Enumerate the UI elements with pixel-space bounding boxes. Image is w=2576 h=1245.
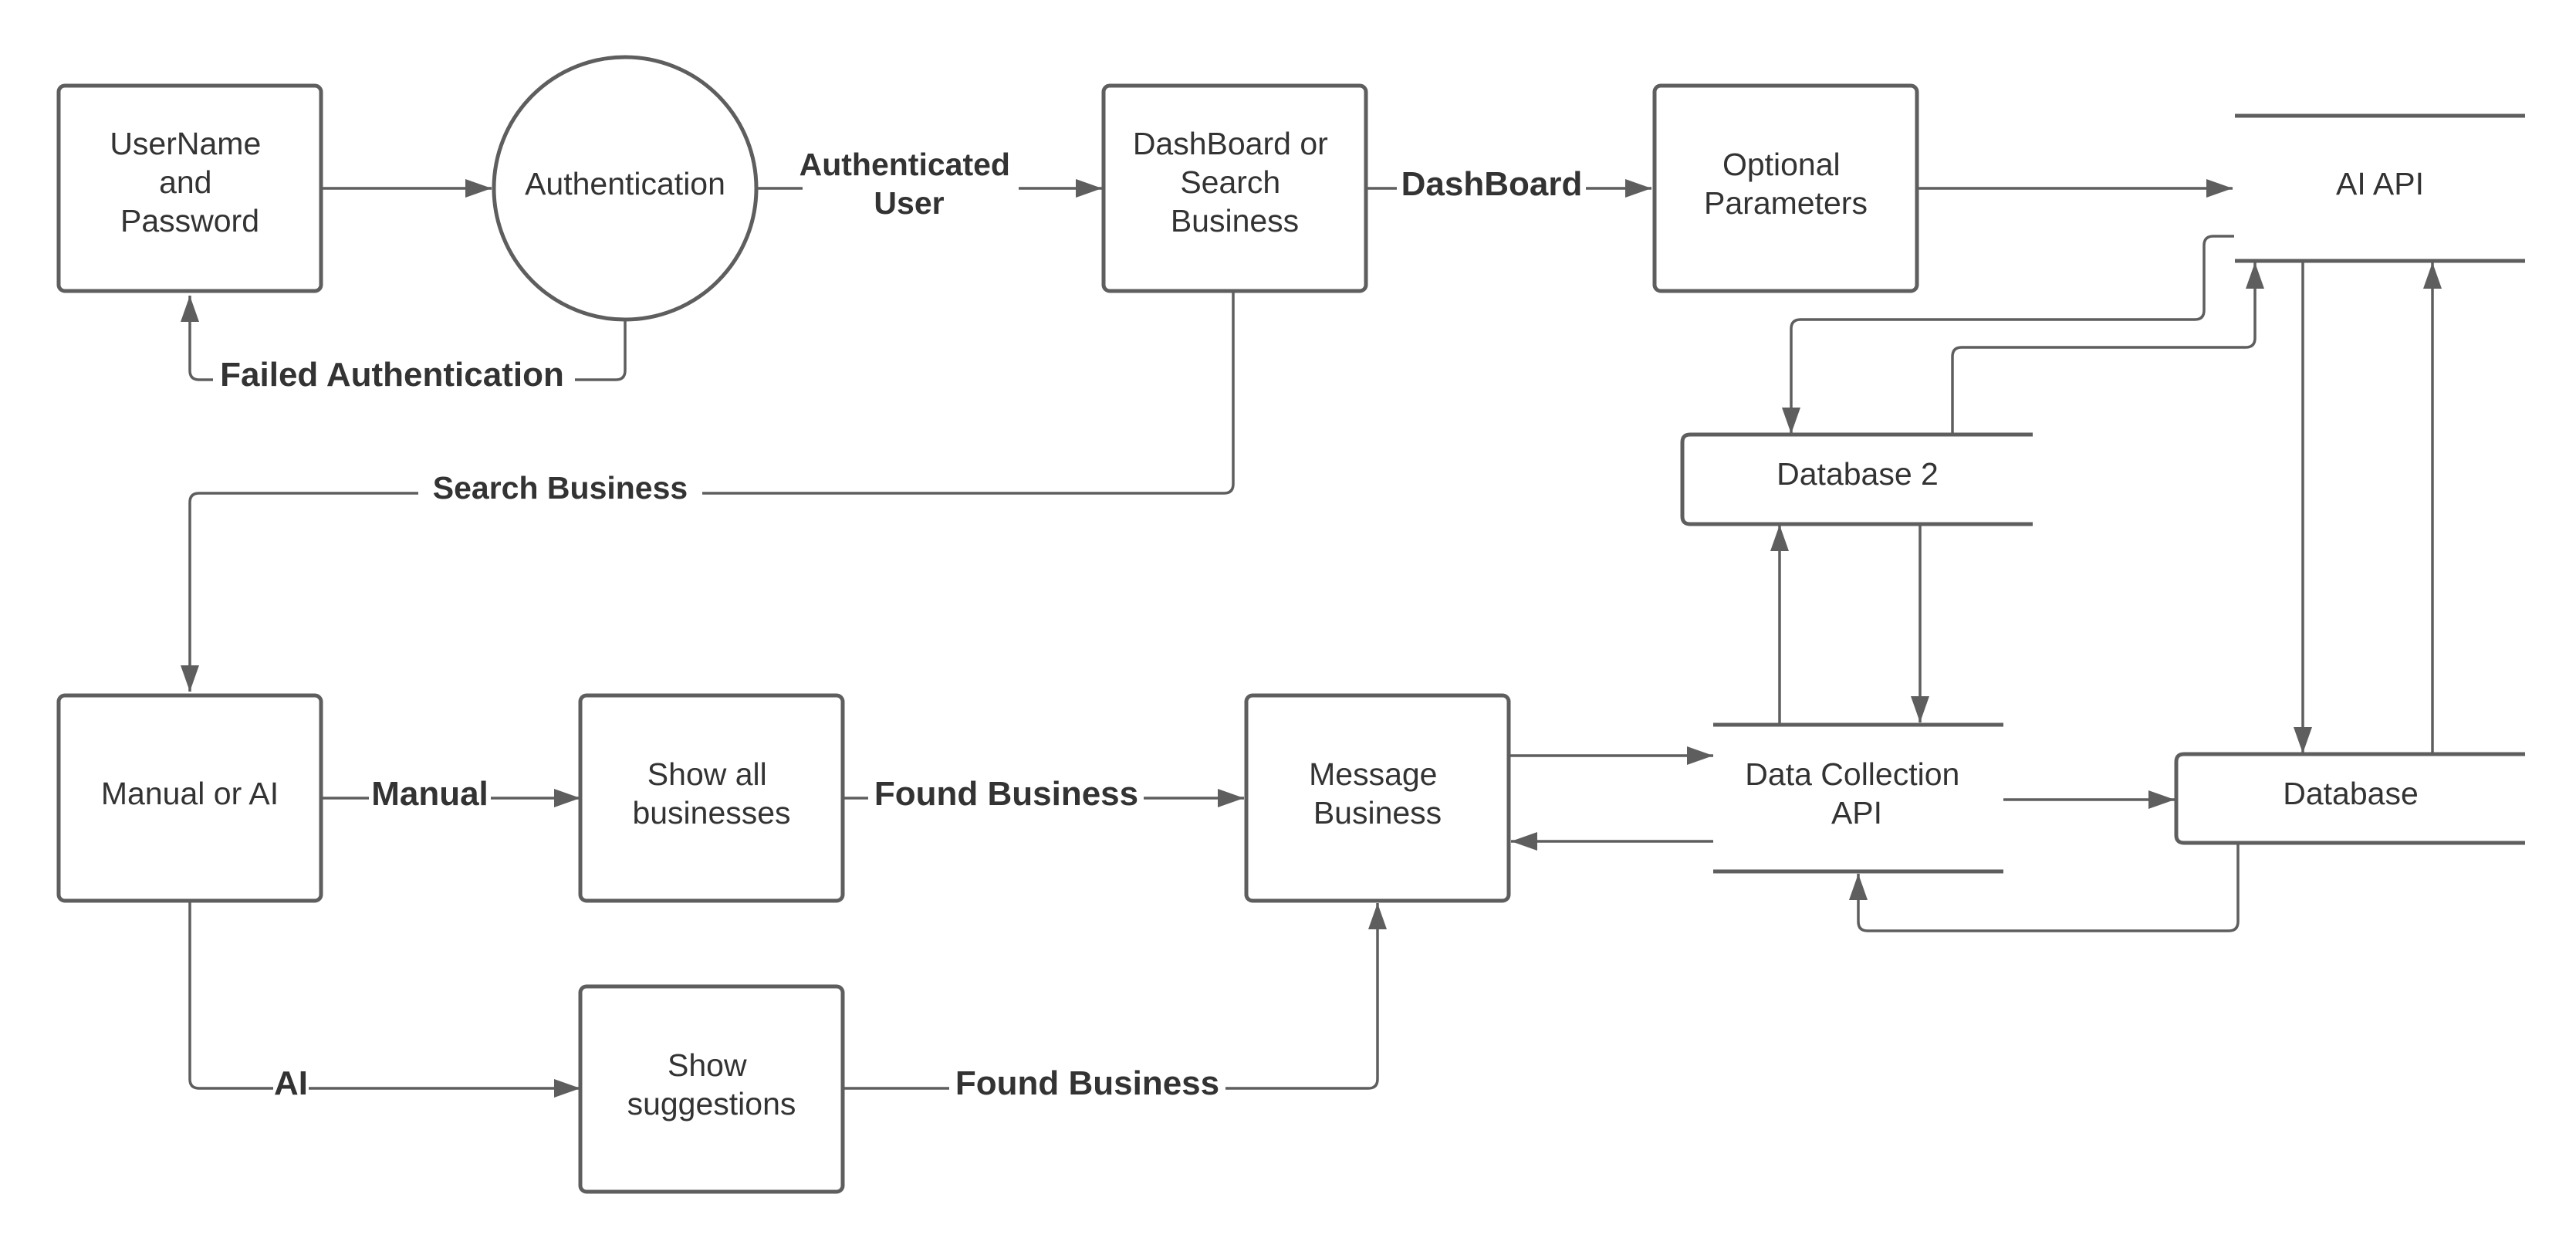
show-suggestions-label-line: Show [668, 1047, 747, 1083]
dashboard-search-box[interactable] [1101, 83, 1368, 293]
edges [181, 179, 2442, 1098]
edge-manual-or-ai-to-ai [188, 901, 273, 1090]
edge-database2-to-ai-api [1951, 262, 2264, 435]
show-all-label-line: businesses [632, 795, 790, 831]
ai-api-store[interactable] [2235, 113, 2525, 263]
edge-found-to-message-2 [1225, 903, 1387, 1090]
authenticated-user-label-line: Authenticated [800, 147, 1010, 182]
show-suggestions-label-line: suggestions [627, 1086, 796, 1122]
optional-parameters-label-line: Parameters [1704, 185, 1868, 221]
database2-store[interactable] [1680, 432, 2033, 526]
optional-parameters-label: Optional Parameters [1704, 147, 1868, 221]
edge-failed-authentication [190, 296, 627, 381]
node-labels: UserName and Password Authentication Das… [101, 126, 2424, 1122]
message-business-label-line: Message [1309, 756, 1437, 792]
data-collection-api-label-line: API [1831, 795, 1882, 831]
dashboard-search-label-line: Business [1171, 203, 1299, 239]
database-store[interactable] [2174, 752, 2525, 845]
data-collection-api-store[interactable] [1713, 722, 2003, 874]
username-label-line: UserName [110, 126, 261, 161]
authentication-circle[interactable] [492, 55, 759, 322]
authentication-label: Authentication [525, 166, 725, 201]
username-label-line: and [159, 164, 211, 200]
dashboard-edge-label: DashBoard [1401, 165, 1583, 203]
username-password-box[interactable] [56, 83, 323, 293]
failed-authentication-label: Failed Authentication [220, 356, 564, 394]
found-business-label-2: Found Business [955, 1064, 1219, 1102]
edge-database-to-data-collection [1849, 843, 2240, 932]
edge-labels: Authenticated User Failed Authentication… [220, 147, 1582, 1102]
database-label: Database [2283, 776, 2419, 811]
manual-edge-label: Manual [371, 775, 488, 813]
username-label-line: Password [120, 203, 259, 239]
edge-ai-api-to-database2 [1782, 235, 2234, 434]
optional-parameters-label-line: Optional [1722, 147, 1841, 182]
message-business-box[interactable] [1244, 693, 1511, 903]
dashboard-search-label-line: DashBoard or [1133, 126, 1328, 161]
manual-or-ai-label: Manual or AI [101, 776, 279, 811]
show-all-label: Show all businesses [632, 756, 790, 831]
data-collection-api-label-line: Data Collection [1745, 756, 1959, 792]
username-label: UserName and Password [110, 126, 269, 239]
show-suggestions-label: Show suggestions [627, 1047, 796, 1122]
optional-parameters-box[interactable] [1652, 83, 1919, 293]
edge-search-business-to-manual [181, 492, 418, 692]
manual-or-ai-box[interactable] [56, 693, 323, 903]
ai-api-label: AI API [2336, 166, 2424, 201]
message-business-label: Message Business [1309, 756, 1446, 831]
nodes [56, 55, 2525, 1194]
dashboard-search-label: DashBoard or Search Business [1133, 126, 1337, 239]
show-suggestions-box[interactable] [578, 984, 845, 1194]
ai-edge-label: AI [274, 1064, 308, 1102]
authenticated-user-label: Authenticated User [800, 147, 1019, 221]
authenticated-user-label-line: User [874, 185, 944, 221]
edge-dashboard-to-manual [702, 291, 1235, 495]
database2-label: Database 2 [1776, 456, 1939, 492]
message-business-label-line: Business [1313, 795, 1442, 831]
show-all-businesses-box[interactable] [578, 693, 845, 903]
search-business-label: Search Business [433, 470, 688, 506]
dashboard-search-label-line: Search [1180, 164, 1280, 200]
found-business-label: Found Business [874, 775, 1138, 813]
show-all-label-line: Show all [647, 756, 767, 792]
data-collection-api-label: Data Collection API [1745, 756, 1968, 831]
